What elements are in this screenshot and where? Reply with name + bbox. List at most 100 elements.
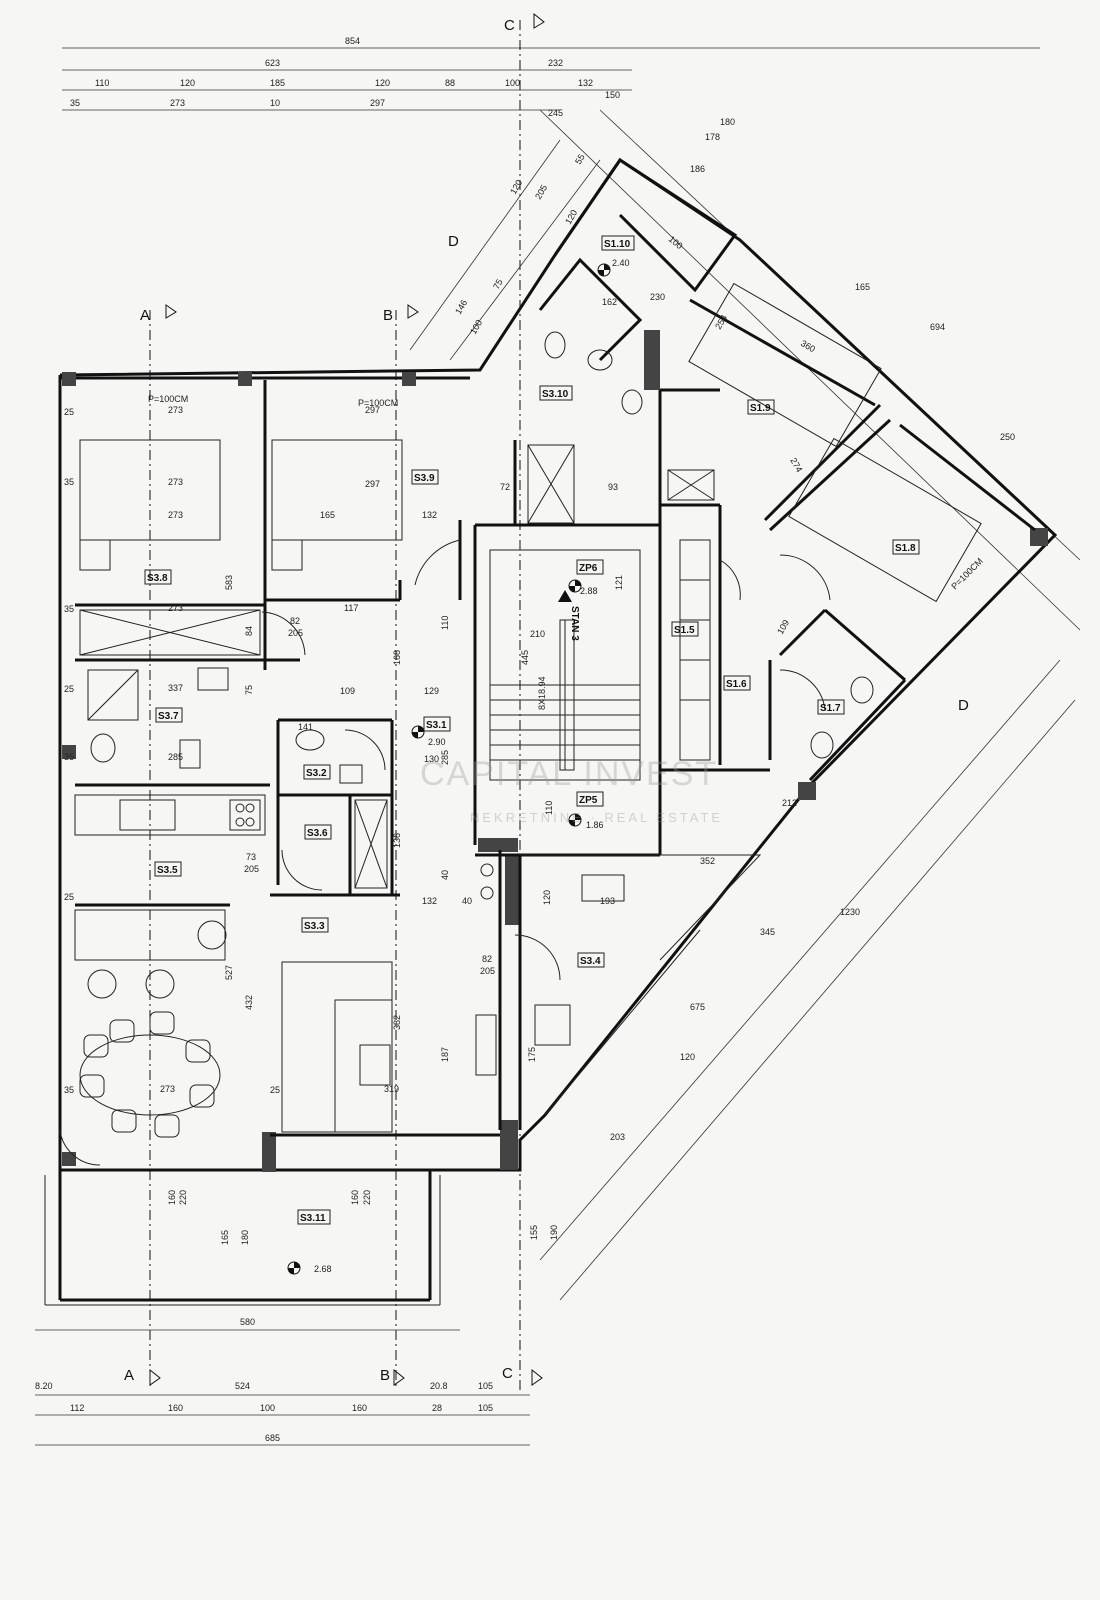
dim-label: 35 [64,477,74,487]
dim-bottom-105b: 105 [478,1403,493,1413]
dim-bottom-28: 28 [432,1403,442,1413]
room-label-s15: S1.5 [674,625,695,636]
axis-label-c-top: C [504,17,515,34]
dim-diag-1230: 1230 [840,907,860,917]
axis-label-b-top: B [383,307,393,324]
dim-top-120: 120 [180,78,195,88]
dim-label: 205 [288,628,303,638]
axis-lines: A A B B C C D D [124,12,969,1390]
room-label-s310: S3.10 [542,389,569,400]
top-dimension-lines: 854 623 232 110 120 185 120 88 100 132 1… [62,36,1040,118]
toilet-s310 [544,331,566,359]
dim-label: 180 [240,1230,250,1245]
room-labels: S3.1 2.90 S3.2 S3.3 S3.4 S3.5 S3.6 S3.7 … [144,235,920,1274]
dim-bottom-160: 160 [168,1403,183,1413]
dim-label: 110 [440,616,450,630]
dim-label: 165 [320,510,335,520]
dim-label: 40 [440,870,450,880]
room-label-s110: S1.10 [604,239,631,250]
furniture [74,282,982,1138]
dim-label: 35 [64,752,74,762]
bed-s19 [688,282,882,448]
dim-top-100: 100 [505,78,520,88]
dim-label: 136 [392,833,402,848]
dim-bottom-20-8: 20.8 [430,1381,448,1391]
dim-label: 93 [608,482,618,492]
dim-label: 583 [224,575,234,590]
room-label-s34: S3.4 [580,956,601,967]
dim-diag-165: 165 [855,282,870,292]
dim-label: 40 [462,896,472,906]
axis-label-a-bottom: A [124,1367,134,1384]
interior-walls [44,380,662,1306]
sofa [281,961,393,1133]
room-label-s311: S3.11 [300,1213,326,1224]
dim-label: 75 [244,685,254,695]
room-area-zp6: 2.88 [580,586,598,596]
dim-top-35: 35 [70,98,80,108]
dim-label: 129 [424,686,439,696]
watermark-brand: CAPITAL INVEST [420,755,718,793]
axis-label-c-bottom: C [502,1365,513,1382]
dim-label: 285 [440,750,450,765]
level-marker-icon [597,263,611,277]
room-label-s19: S1.9 [750,403,771,414]
dim-label: 130 [424,754,439,764]
bed-s18 [788,437,982,603]
dim-label: 141 [298,722,313,732]
dim-top-88: 88 [445,78,455,88]
room-area-s110: 2.40 [612,258,630,268]
dim-label: 187 [440,1047,450,1062]
apartment-label: STAN 3 [569,606,580,641]
dim-label: 445 [520,650,530,665]
dim-label: 120 [542,890,552,905]
dim-top-150: 150 [605,90,620,100]
dim-label: 109 [775,618,791,636]
dim-label: 25 [64,407,74,417]
dim-label: 297 [365,479,380,489]
dim-label: 220 [178,1190,188,1205]
dim-label: 75 [491,277,505,291]
dim-label: 117 [344,603,358,613]
dim-label: 132 [422,896,437,906]
dim-top-185: 185 [270,78,285,88]
room-label-s35: S3.5 [157,865,178,876]
dim-label: 274 [788,456,804,474]
dim-label: 73 [246,852,256,862]
level-marker-icon [568,579,582,593]
room-label-s17: S1.7 [820,703,841,714]
dim-label: 382 [392,1015,402,1030]
room-area-zp5: 1.86 [586,820,604,830]
dim-label: 110 [544,801,554,815]
room-label-s31: S3.1 [426,720,447,731]
dim-label: 25 [64,684,74,694]
room-label-s37: S3.7 [158,711,179,722]
dim-label: 273 [168,510,183,520]
toilet-s32 [295,729,325,751]
axis-label-d-right: D [958,697,969,714]
dim-top-110: 110 [95,78,109,88]
dim-top-232: 232 [548,58,563,68]
room-label-s16: S1.6 [726,679,747,690]
outer-walls [58,157,1058,1172]
dim-bottom-580: 580 [240,1317,255,1327]
dim-label: 82 [290,616,300,626]
dim-label: 100 [667,234,685,251]
dim-top-273: 273 [170,98,185,108]
dim-label: 273 [168,477,183,487]
level-marker-icon [411,725,425,739]
dim-label: 352 [700,856,715,866]
dim-label: 35 [64,1085,74,1095]
level-markers [287,263,611,1275]
parapet-label: P=100CM [148,394,188,404]
dim-label: 212 [782,798,797,808]
parapet-label: P=100CM [949,556,985,592]
dim-diag-250: 250 [1000,432,1015,442]
axis-label-b-bottom: B [380,1367,390,1384]
dim-bottom-100: 100 [260,1403,275,1413]
dim-label: 72 [500,482,510,492]
dim-label: 155 [529,1225,539,1240]
dim-label: 146 [453,298,469,316]
room-label-s32: S3.2 [306,768,327,779]
dim-label: 273 [168,603,183,613]
